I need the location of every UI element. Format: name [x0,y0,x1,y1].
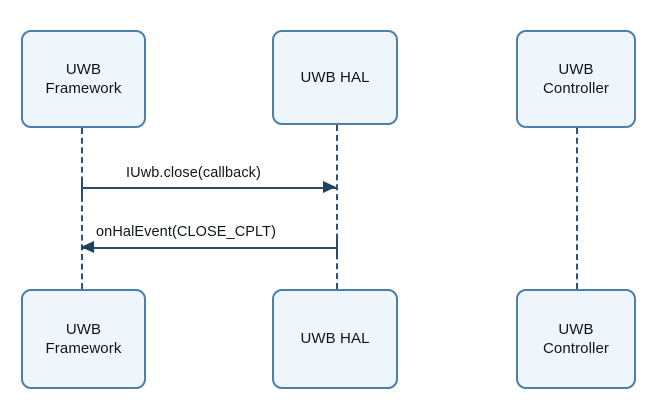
participant-box-uwb-controller-bottom[interactable]: UWB Controller [516,289,636,389]
message-arrowhead-iuwb-close [323,181,336,193]
lifeline-uwb-controller [576,128,578,289]
participant-label-line1: UWB [558,60,594,78]
lifeline-uwb-framework [81,128,83,289]
participant-label-line1: UWB [65,60,102,78]
message-label-iuwb-close: IUwb.close(callback) [126,165,261,181]
participant-label-line2: Framework [45,80,122,97]
participant-label-line2: Controller [542,340,610,357]
message-origin-cap-onhalevent-close-cplt [336,238,338,257]
message-line-iuwb-close[interactable] [81,187,336,189]
participant-label-line1: UWB HAL [300,330,370,348]
participant-box-uwb-hal-bottom[interactable]: UWB HAL [272,289,398,389]
participant-label-line2: Controller [542,80,610,97]
participant-box-uwb-framework-top[interactable]: UWB Framework [21,30,146,128]
participant-label-line1: UWB HAL [300,68,370,86]
participant-label-uwb-hal-bottom: UWB HAL [300,329,369,348]
participant-label-uwb-hal-top: UWB HAL [300,68,369,87]
message-line-onhalevent-close-cplt[interactable] [81,247,336,249]
participant-label-uwb-controller-top: UWB Controller [543,60,609,98]
participant-label-line1: UWB [558,320,594,338]
message-arrowhead-onhalevent-close-cplt [81,241,94,253]
participant-label-uwb-controller-bottom: UWB Controller [543,320,609,358]
lifeline-uwb-hal [336,125,338,289]
participant-box-uwb-framework-bottom[interactable]: UWB Framework [21,289,146,389]
participant-box-uwb-hal-top[interactable]: UWB HAL [272,30,398,125]
participant-label-uwb-framework-top: UWB Framework [46,60,122,98]
participant-box-uwb-controller-top[interactable]: UWB Controller [516,30,636,128]
participant-label-line2: Framework [45,340,122,357]
participant-label-line1: UWB [65,320,102,338]
participant-label-uwb-framework-bottom: UWB Framework [46,320,122,358]
message-label-onhalevent-close-cplt: onHalEvent(CLOSE_CPLT) [96,224,277,240]
